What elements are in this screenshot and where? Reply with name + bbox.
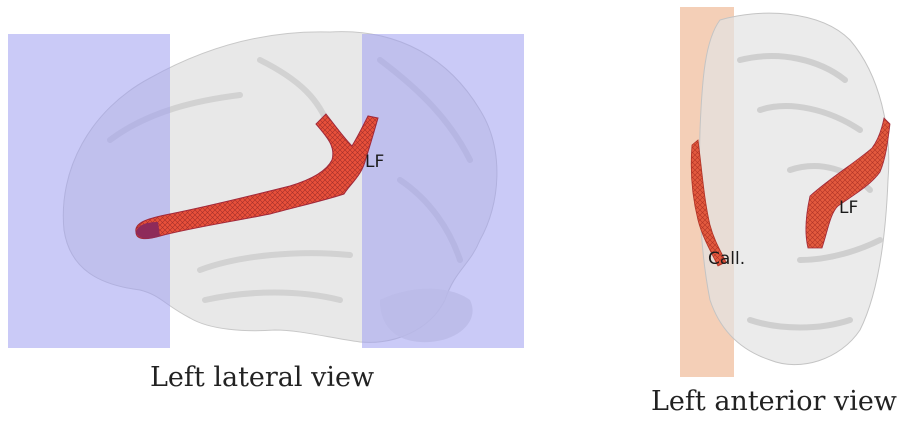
callosal-region bbox=[690, 139, 727, 267]
slab-anterior bbox=[362, 34, 524, 348]
label-callosal: Call. bbox=[708, 249, 746, 269]
label-lf-anterior: LF bbox=[839, 198, 859, 218]
caption-left-anterior-view: Left anterior view bbox=[651, 386, 897, 417]
label-lf-lateral: LF bbox=[365, 152, 385, 172]
lateral-fissure-anterior-view bbox=[805, 117, 891, 249]
caption-left-lateral-view: Left lateral view bbox=[150, 362, 375, 393]
lateral-fissure-tip bbox=[136, 222, 160, 239]
lateral-fissure-lateral-view bbox=[135, 113, 379, 240]
brain-anterior-gyri bbox=[737, 53, 883, 331]
slab-posterior bbox=[8, 34, 170, 348]
